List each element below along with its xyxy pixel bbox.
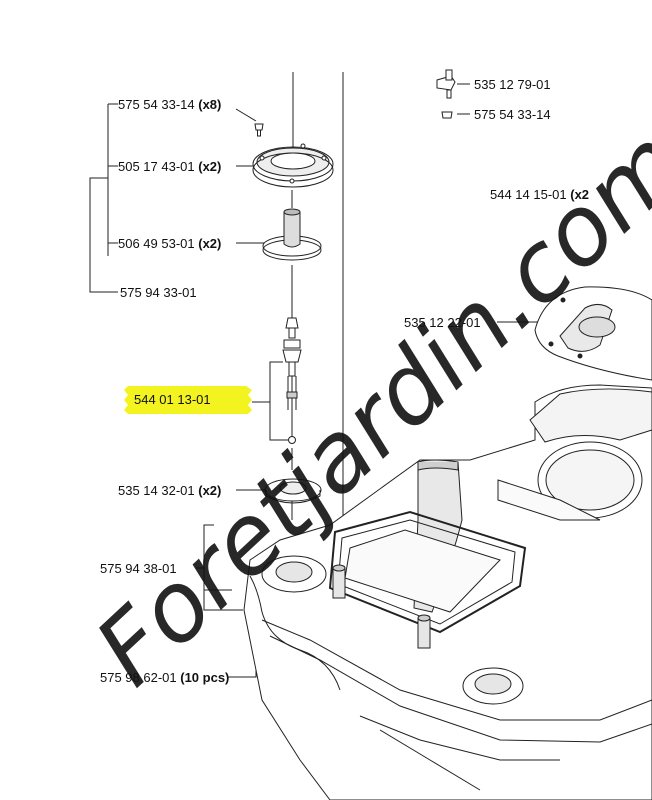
callout-brackets — [89, 83, 540, 678]
part-label: 575 54 33-14 — [474, 107, 551, 122]
seal-ring-part — [264, 478, 322, 504]
valve-top-part — [436, 69, 456, 119]
part-label: 506 49 53-01 (x2) — [118, 236, 221, 251]
part-label: 505 17 43-01 (x2) — [118, 159, 221, 174]
screw-part — [254, 123, 264, 137]
bellows-part — [262, 208, 322, 261]
part-label: 575 54 33-14 (x8) — [118, 97, 221, 112]
valve-pin-part — [282, 317, 302, 444]
frame-lines — [291, 72, 344, 520]
housing-body — [243, 384, 652, 800]
part-label: 535 12 22-01 — [404, 315, 481, 330]
part-labels: 575 54 33-14 (x8) 505 17 43-01 (x2) 506 … — [100, 77, 589, 685]
part-label: 575 98 62-01 (10 pcs) — [100, 670, 229, 685]
highlight-marker — [124, 386, 252, 414]
part-label-highlighted: 544 01 13-01 — [134, 392, 211, 407]
part-label: 535 14 32-01 (x2) — [118, 483, 221, 498]
part-label: 544 14 15-01 (x2 — [490, 187, 589, 202]
flange-part — [252, 143, 334, 188]
cap-part — [534, 286, 652, 381]
part-label: 575 94 38-01 — [100, 561, 177, 576]
part-label: 535 12 79-01 — [474, 77, 551, 92]
part-label: 575 94 33-01 — [120, 285, 197, 300]
